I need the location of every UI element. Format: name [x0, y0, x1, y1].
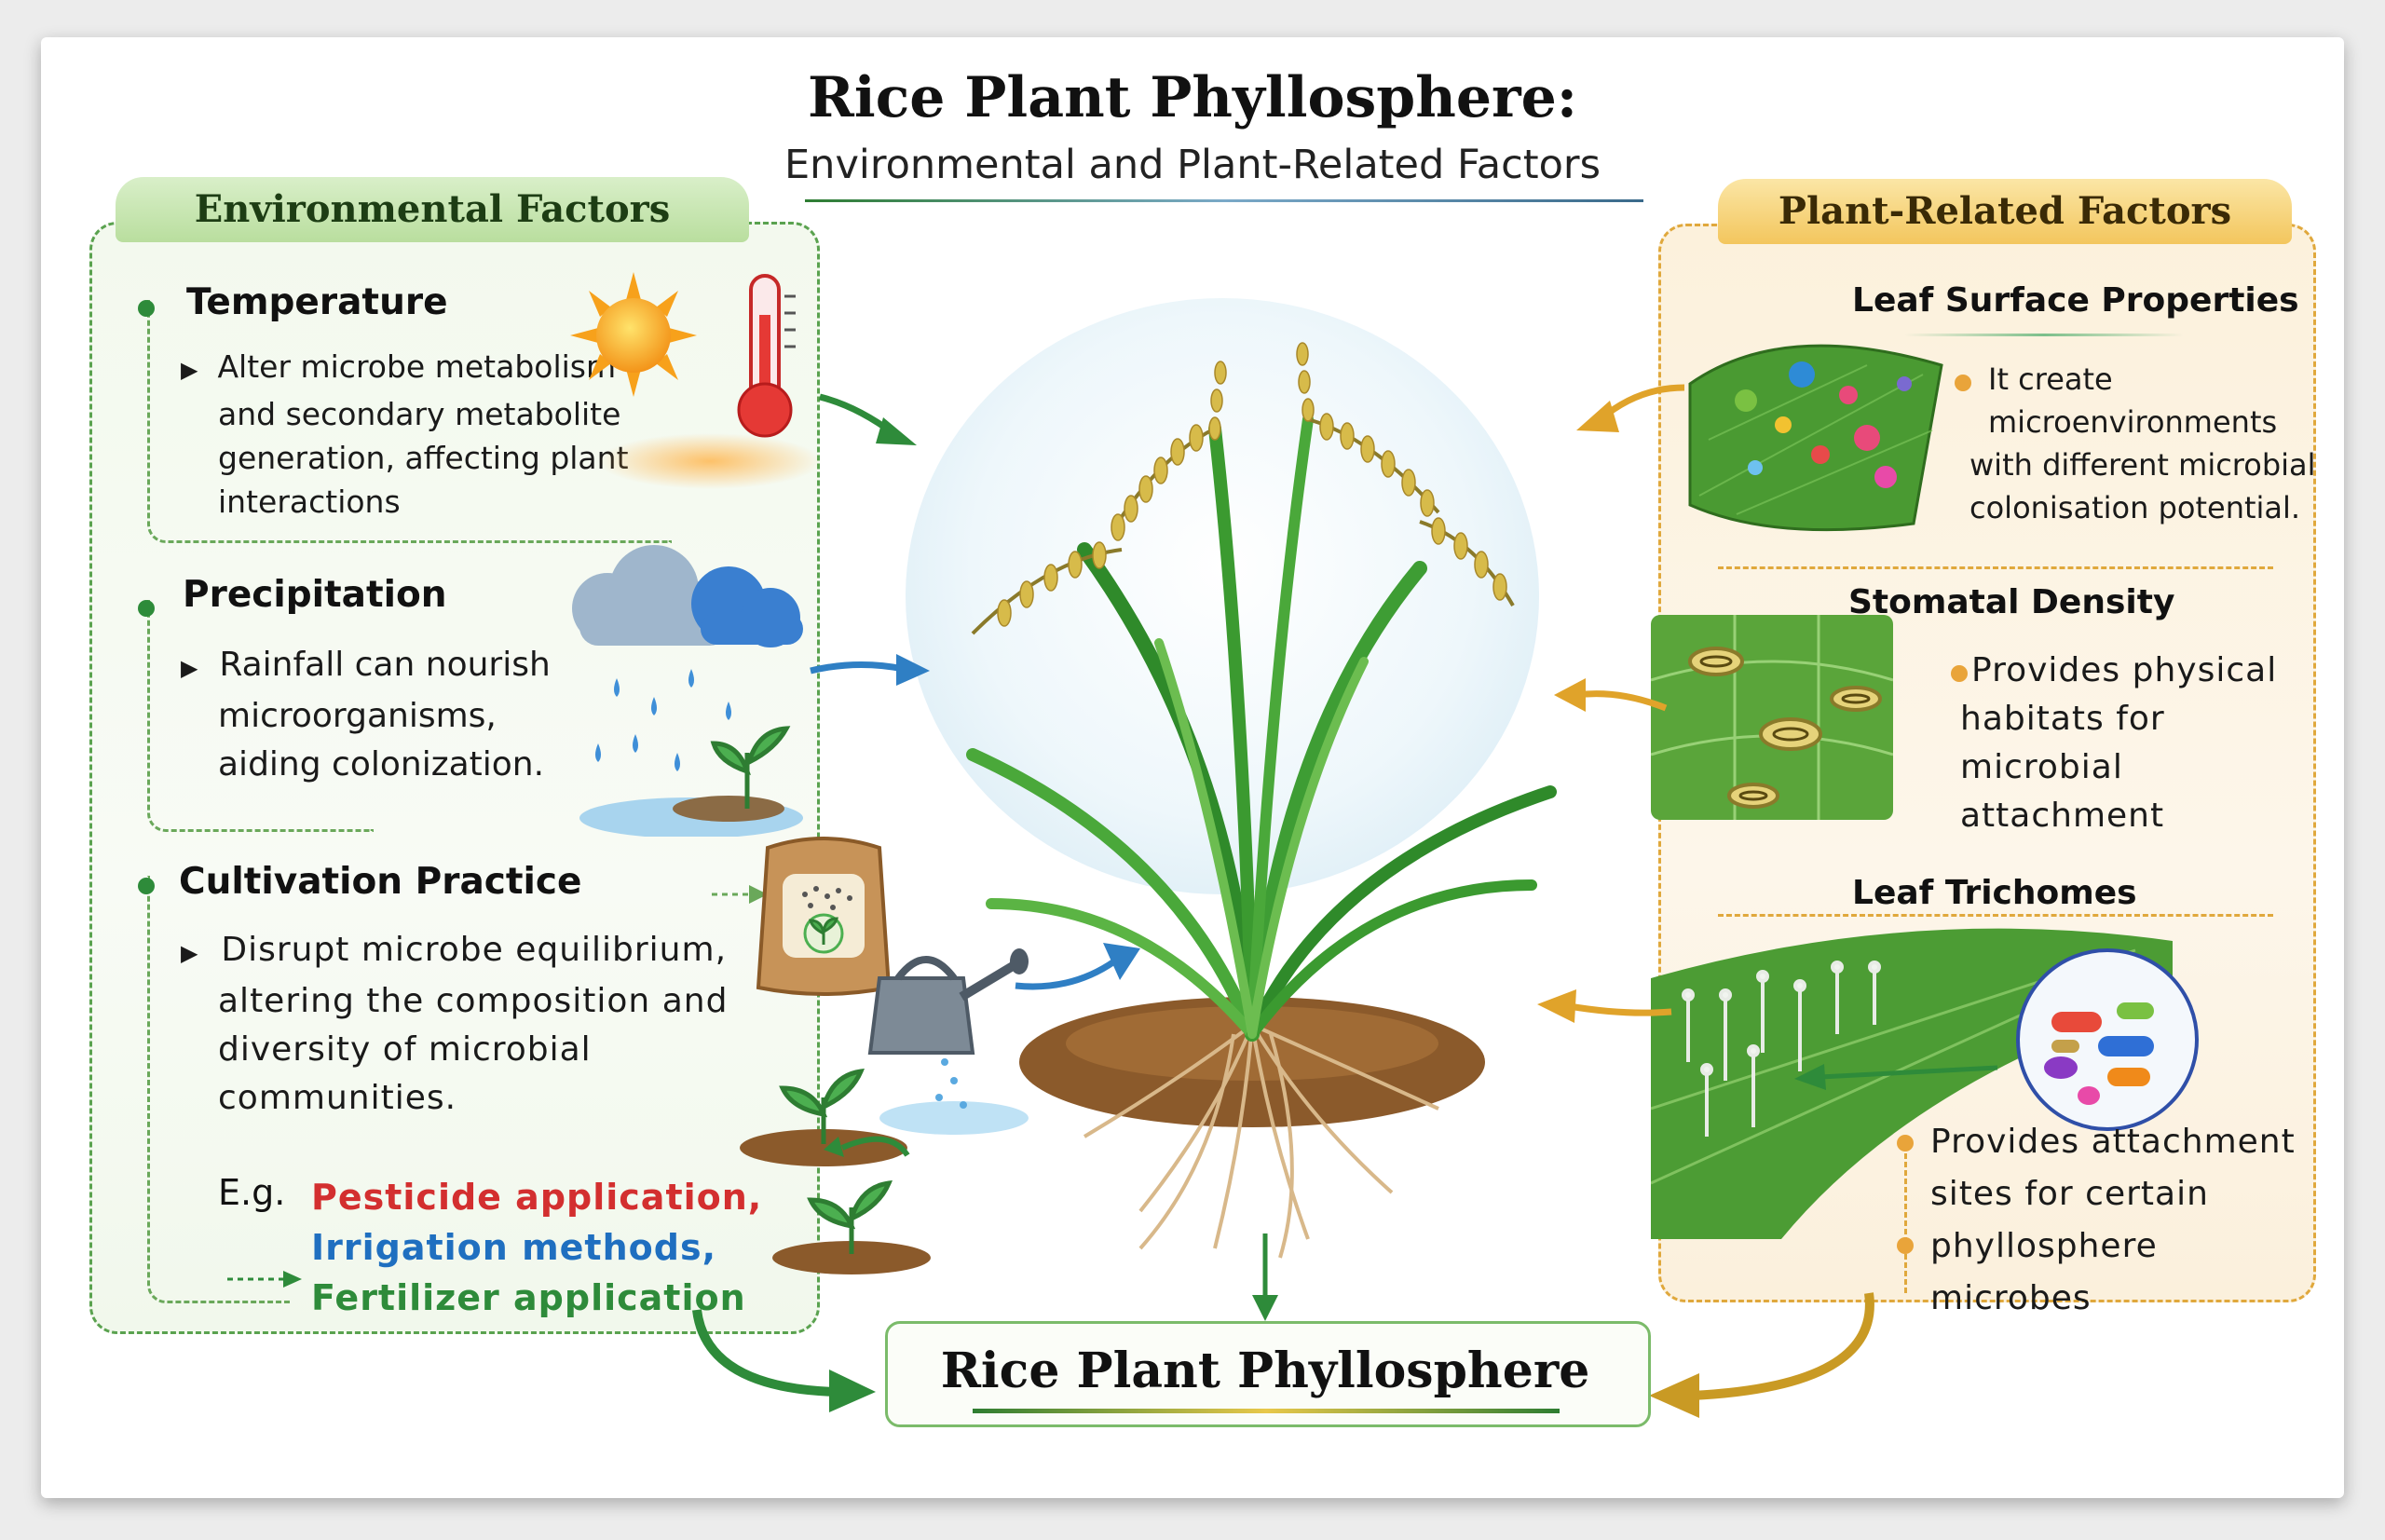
leaf-surface-underline — [1904, 334, 2184, 336]
cultivation-bullet — [138, 878, 155, 894]
trichomes-bullet-1 — [1897, 1135, 1914, 1152]
sun-icon — [570, 272, 822, 489]
seedling-icon — [710, 726, 791, 809]
examples-label: E.g. — [218, 1172, 286, 1213]
seedling-pots-icon — [740, 1068, 931, 1274]
title-underline — [805, 199, 1643, 202]
watering-can-icon — [867, 948, 1029, 1135]
arrow-env-to-phyllosphere — [692, 1309, 876, 1412]
dashed-arrow-to-fertilizer — [227, 1271, 302, 1288]
example-irrigation: Irrigation methods, — [311, 1227, 717, 1268]
arrow-plant-to-phyllosphere — [1252, 1233, 1278, 1321]
stomatal-divider — [1718, 566, 2273, 917]
plant-related-factors-tab: Plant-Related Factors — [1718, 179, 2292, 244]
cultivation-description: ▶ Disrupt microbe equilibrium, altering … — [181, 931, 729, 1117]
cultivation-connector — [147, 876, 290, 1303]
temperature-connector — [147, 300, 672, 543]
page-title: Rice Plant Phyllosphere: — [808, 65, 1577, 130]
thermometer-icon — [737, 274, 796, 438]
arrow-temperature-to-plant — [819, 393, 917, 445]
fertilizer-bag-icon — [756, 837, 892, 996]
trichomes-bullet-2 — [1897, 1237, 1914, 1254]
trichomes-heading: Leaf Trichomes — [1852, 874, 2137, 912]
arrow-plant-factors-to-phyllosphere — [1649, 1292, 1874, 1418]
arrow-microbes-to-leaf — [1794, 1064, 1998, 1090]
trichomes-description: Provides attachment sites for certain ph… — [1930, 1123, 2296, 1317]
cultivation-heading: Cultivation Practice — [179, 861, 582, 903]
infographic-card: Rice Plant Phyllosphere: Environmental a… — [41, 37, 2344, 1498]
examples-list: Pesticide application, Irrigation method… — [311, 1172, 762, 1323]
example-pesticide: Pesticide application, — [311, 1177, 763, 1218]
leaf-surface-bullet — [1955, 375, 1971, 391]
arrow-stomatal-to-plant — [1554, 678, 1668, 712]
temperature-bullet — [138, 300, 155, 317]
precipitation-connector — [147, 600, 374, 832]
microbes-circle-icon — [2016, 948, 2199, 1131]
result-underline — [973, 1409, 1560, 1413]
rain-cloud-icon — [572, 545, 803, 837]
stomatal-bullet — [1951, 665, 1968, 682]
page-subtitle: Environmental and Plant-Related Factors — [784, 142, 1601, 188]
arrow-leaf-surface-to-plant — [1576, 384, 1685, 432]
leaf-surface-description: It create microenvironments with differe… — [1969, 361, 2316, 525]
precipitation-bullet — [138, 600, 155, 617]
result-label: Rice Plant Phyllosphere — [940, 1342, 1590, 1399]
temperature-heading: Temperature — [186, 281, 448, 323]
arrow-precipitation-to-plant — [810, 654, 930, 686]
environmental-factors-tab: Environmental Factors — [116, 177, 749, 242]
example-fertilizer: Fertilizer application — [311, 1277, 746, 1318]
rice-plant-illustration — [966, 342, 1557, 1259]
temperature-description: ▶ Alter microbe metabolism and secondary… — [181, 348, 629, 520]
arrow-trichomes-to-plant — [1537, 989, 1672, 1023]
leaf-surface-heading: Leaf Surface Properties — [1852, 281, 2299, 320]
stomatal-heading: Stomatal Density — [1848, 583, 2175, 621]
environmental-factors-panel — [89, 222, 820, 1334]
stomata-icon — [1651, 615, 1893, 820]
leaf-surface-icon — [1688, 344, 1943, 532]
stomatal-description: Provides physical habitats for microbial… — [1960, 651, 2278, 835]
precipitation-description: ▶ Rainfall can nourish microorganisms, a… — [181, 646, 551, 784]
precipitation-heading: Precipitation — [183, 574, 447, 616]
trichome-bullet-line — [1904, 1153, 1910, 1293]
dashed-arrow-to-bag — [712, 885, 768, 904]
arrow-cultivation-to-plant — [1015, 943, 1140, 990]
